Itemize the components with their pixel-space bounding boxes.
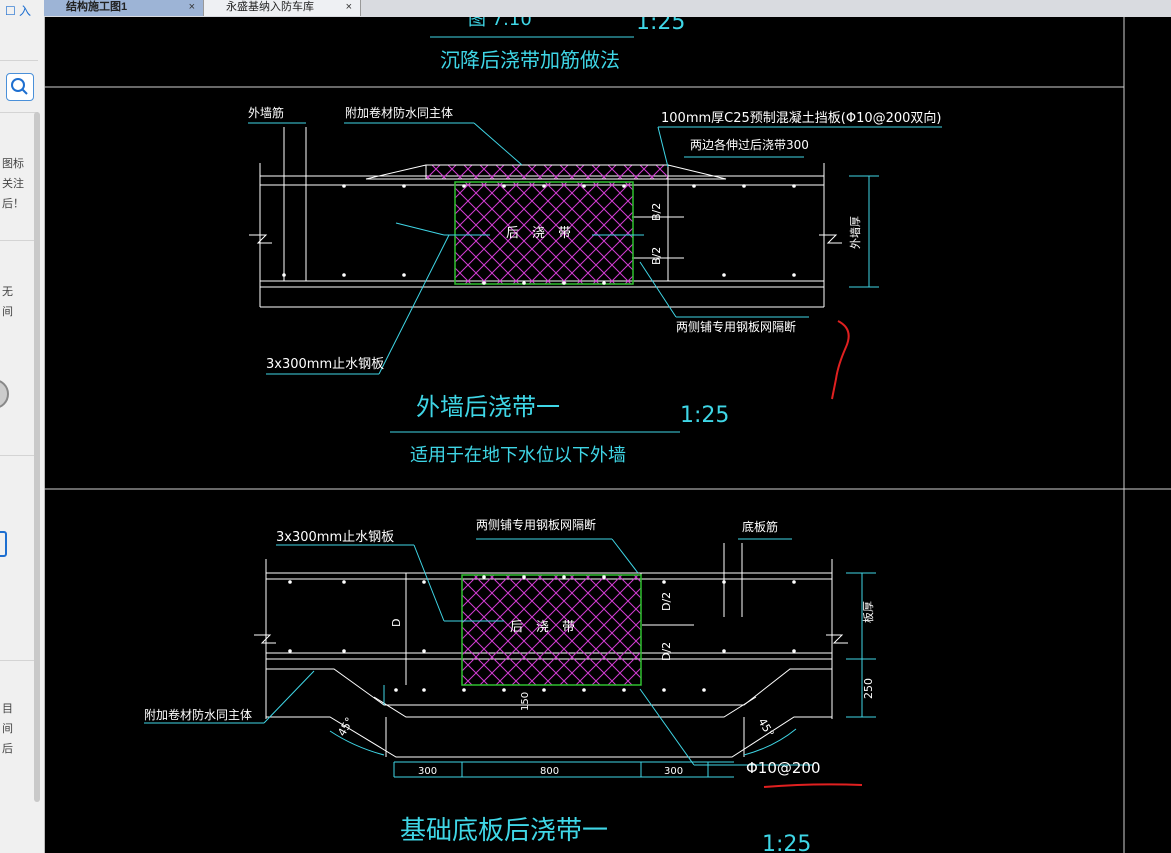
panel-snippet-line: 目 <box>2 703 13 715</box>
tab-structural-drawing[interactable]: 结构施工图1 × <box>44 0 204 16</box>
panel-snippet-line: 后 <box>2 743 13 755</box>
panel-snippet-line: 无 <box>2 286 13 298</box>
close-icon[interactable]: × <box>188 1 195 13</box>
label-waterstop: 3x300mm止水钢板 <box>276 530 394 545</box>
divider <box>0 112 38 113</box>
label-precast-plate: 100mm厚C25预制混凝土挡板(Φ10@200双向) <box>661 110 942 126</box>
angle-left: 45° <box>335 715 356 738</box>
markup-underline <box>763 783 863 788</box>
divider <box>0 240 38 241</box>
label-slab-rebar: 底板筋 <box>742 519 778 534</box>
window-restore-button[interactable]: ☐ 入 <box>4 3 32 18</box>
dim-250: 250 <box>862 678 875 699</box>
top-section: 图 7.10 1:25 沉降后浇带加筋做法 <box>430 17 685 72</box>
search-button[interactable] <box>6 73 34 101</box>
label-extend: 两边各伸过后浇带300 <box>690 137 809 152</box>
dim-d2-bottom: D/2 <box>660 642 673 661</box>
sheet-frame <box>44 17 1171 853</box>
section-title: 沉降后浇带加筋做法 <box>440 48 620 72</box>
divider <box>0 60 38 61</box>
slab-post-pour-detail: 3x300mm止水钢板 两侧铺专用钢板网隔断 底板筋 后 浇 带 D D/2 D… <box>144 517 876 853</box>
dim-300-left: 300 <box>418 766 437 777</box>
label-outer-wall-rebar: 外墙筋 <box>248 105 284 120</box>
dim-b2-bottom: B/2 <box>650 247 663 265</box>
label-steel-mesh: 两侧铺专用钢板网隔断 <box>476 517 596 532</box>
cad-drawing-canvas[interactable]: 图 7.10 1:25 沉降后浇带加筋做法 <box>44 17 1171 853</box>
partial-title: 图 7.10 <box>468 17 532 30</box>
angle-right: 45° <box>755 716 776 739</box>
search-icon <box>11 78 28 95</box>
label-slab-thickness: 板厚 <box>861 601 875 623</box>
tab-label: 结构施工图1 <box>66 1 128 13</box>
tab-garage-drawing[interactable]: 永盛基纳入防车库 × <box>204 0 361 16</box>
dim-800: 800 <box>540 766 559 777</box>
label-steel-mesh: 两侧铺专用钢板网隔断 <box>676 319 796 334</box>
dim-150: 150 <box>520 692 531 711</box>
panel-snippet-line: 后！ <box>2 198 24 210</box>
detail-scale: 1:25 <box>762 832 811 853</box>
left-side-panel: ☐ 入 图标 关注 后！ 无 间 目 间 后 <box>0 0 45 853</box>
label-post-pour-band: 后 浇 带 <box>510 620 575 635</box>
document-tab-bar: 结构施工图1 × 永盛基纳入防车库 × <box>44 0 1171 17</box>
panel-snippet-line: 间 <box>2 306 13 318</box>
panel-scrollbar[interactable] <box>34 112 40 802</box>
panel-snippet-line: 图标 <box>2 158 24 170</box>
detail-subtitle: 适用于在地下水位以下外墙 <box>410 445 626 466</box>
label-waterproof: 附加卷材防水同主体 <box>144 707 252 722</box>
label-waterstop: 3x300mm止水钢板 <box>266 357 384 372</box>
detail-title: 基础底板后浇带一 <box>400 816 608 846</box>
dim-300-right: 300 <box>664 766 683 777</box>
panel-snippet-line: 间 <box>2 723 13 735</box>
detail-title: 外墙后浇带一 <box>416 393 560 421</box>
tab-label: 永盛基纳入防车库 <box>226 1 314 13</box>
app-icon <box>0 531 7 557</box>
label-waterproof: 附加卷材防水同主体 <box>345 105 453 120</box>
label-wall-thickness: 外墙厚 <box>848 216 862 249</box>
divider <box>0 455 38 456</box>
divider <box>0 660 38 661</box>
label-rebar: Φ10@200 <box>746 759 821 777</box>
label-post-pour-band: 后 浇 带 <box>506 226 571 241</box>
dim-b2-top: B/2 <box>650 203 663 221</box>
detail-scale: 1:25 <box>680 403 729 428</box>
post-pour-band <box>461 574 642 686</box>
dim-d2-top: D/2 <box>660 592 673 611</box>
partial-scale: 1:25 <box>636 17 685 35</box>
markup-question-stroke <box>831 320 850 400</box>
dim-d: D <box>390 619 403 627</box>
close-icon[interactable]: × <box>345 1 352 13</box>
avatar-icon <box>0 380 9 408</box>
panel-snippet-line: 关注 <box>2 178 24 190</box>
post-pour-band <box>454 181 634 285</box>
wall-post-pour-detail: 外墙筋 附加卷材防水同主体 100mm厚C25预制混凝土挡板(Φ10@200双向… <box>248 105 942 466</box>
